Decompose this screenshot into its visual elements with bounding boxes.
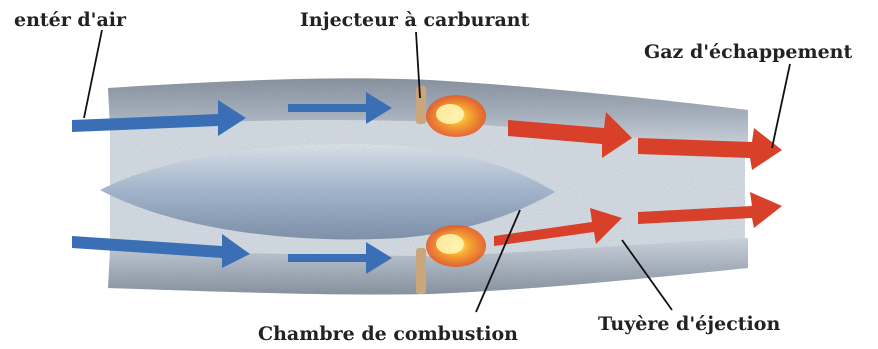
label-air-inlet: entér d'air: [14, 9, 127, 31]
label-exhaust-nozzle: Tuyère d'éjection: [598, 313, 780, 335]
fuel-injector-bottom: [416, 248, 426, 294]
leader-exhaust-gas: [772, 64, 790, 148]
label-combustion-chamber: Chambre de combustion: [258, 323, 518, 345]
label-exhaust-gas: Gaz d'échappement: [644, 41, 852, 63]
flame-top: [426, 95, 486, 137]
fuel-injector-top: [416, 86, 426, 124]
leader-air-inlet: [84, 30, 102, 118]
label-fuel-injector: Injecteur à carburant: [300, 9, 530, 31]
flame-bottom: [426, 225, 486, 267]
